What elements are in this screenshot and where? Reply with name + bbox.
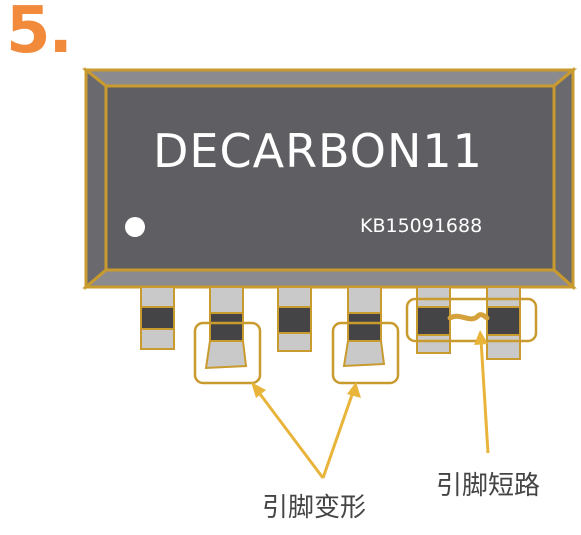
pin xyxy=(140,286,175,350)
pin1-dot xyxy=(125,217,145,237)
arrow-deformed-1 xyxy=(255,389,325,479)
solder-bridge xyxy=(447,312,490,322)
bevel-left xyxy=(84,66,108,291)
arrow-deformed-2 xyxy=(321,391,355,479)
callout-pin-short: 引脚短路 xyxy=(436,471,540,501)
pin xyxy=(486,286,521,360)
chip-code: KB15091688 xyxy=(360,215,482,237)
pins xyxy=(140,286,521,370)
callout-pin-deformation: 引脚变形 xyxy=(262,493,366,523)
highlight-box-short xyxy=(405,297,538,343)
pin xyxy=(277,286,312,352)
chip-top-face xyxy=(104,84,556,272)
highlight-box-deformed-1 xyxy=(193,321,262,385)
arrow-short xyxy=(479,339,490,454)
highlight-box-deformed-2 xyxy=(331,321,400,385)
arrowhead-icon xyxy=(251,382,266,398)
bevel-top xyxy=(81,68,578,88)
bevel-right xyxy=(552,66,575,291)
pin-deformed xyxy=(204,286,248,370)
bevel-bottom xyxy=(81,268,577,289)
arrows xyxy=(251,330,490,479)
step-number: 5. xyxy=(6,0,73,68)
highlight-boxes xyxy=(193,297,538,385)
chip-marking: DECARBON11 xyxy=(153,124,483,178)
chip-body: DECARBON11 KB15091688 xyxy=(81,66,578,291)
arrowhead-icon xyxy=(474,330,488,345)
pin-deformed xyxy=(342,286,386,368)
arrowhead-icon xyxy=(347,382,361,398)
pin xyxy=(416,286,451,354)
